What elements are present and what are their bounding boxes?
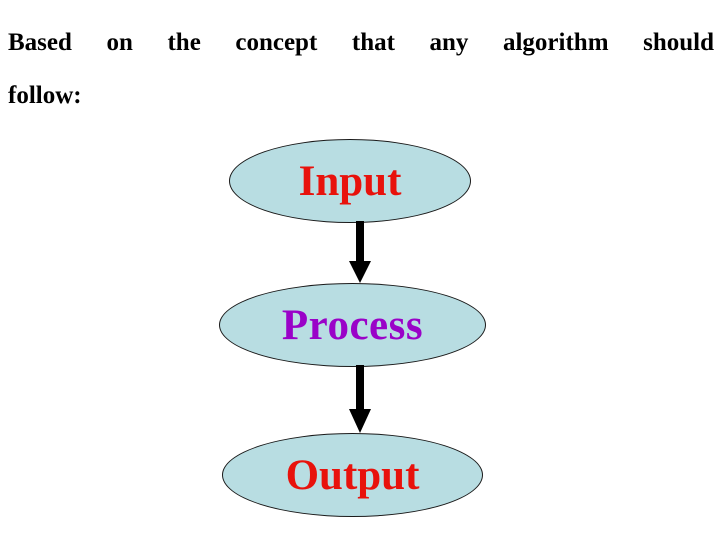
flow-node-process-label: Process	[281, 301, 424, 349]
flow-node-output[interactable]: Output	[222, 433, 483, 517]
arrow-input-to-process	[340, 221, 380, 285]
flow-node-output-label: Output	[285, 451, 420, 499]
flow-node-process[interactable]: Process	[219, 283, 486, 367]
slide-heading-text: Based on the concept that any algorithm …	[8, 16, 714, 122]
heading-line-1: Based on the concept that any algorithm …	[8, 29, 714, 56]
flow-node-input[interactable]: Input	[229, 139, 471, 223]
arrow-process-to-output	[340, 365, 380, 435]
flow-node-input-label: Input	[298, 157, 402, 205]
heading-line-2: follow:	[8, 82, 82, 109]
